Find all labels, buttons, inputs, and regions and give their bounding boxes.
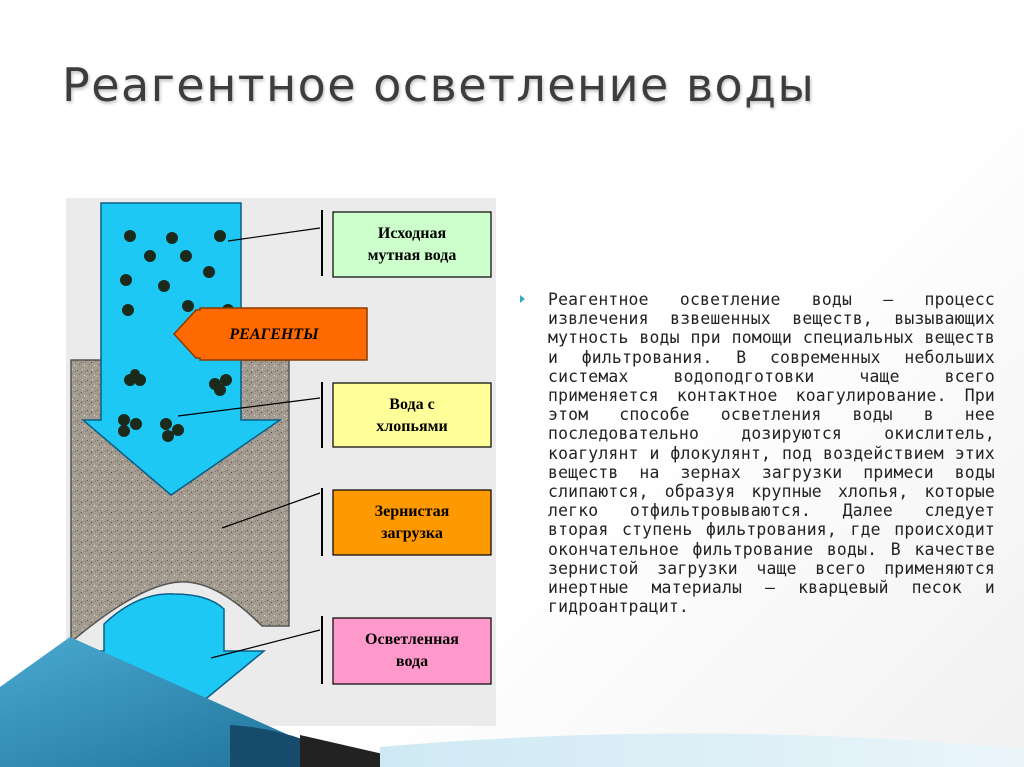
turbidity-particles — [120, 230, 234, 316]
clarified-water-arrow — [81, 593, 267, 721]
granular-load-box: Зернистая загрузка — [332, 489, 492, 556]
granular-load-label-line2: загрузка — [381, 525, 443, 542]
clarified-water-box: Осветленная вода — [332, 617, 492, 685]
flake-clusters — [118, 369, 232, 442]
granular-load-label-line1: Зернистая — [375, 503, 450, 520]
clarified-water-label-line1: Осветленная — [365, 631, 459, 648]
source-water-label-line1: Исходная — [378, 225, 447, 242]
description-block: Реагентное осветление воды – процесс изв… — [520, 290, 995, 616]
flakes-water-box: Вода с хлопьями — [332, 382, 492, 448]
water-clarification-diagram: РЕАГЕНТЫ Исходная мутная вода Вода с хло… — [66, 198, 496, 726]
slide-title: Реагентное осветление воды — [62, 58, 816, 112]
callout-lines — [177, 227, 321, 659]
bottom-decoration — [0, 637, 1024, 767]
flakes-water-label-line1: Вода с — [389, 396, 434, 413]
source-water-box: Исходная мутная вода — [332, 211, 492, 278]
flakes-water-label-line2: хлопьями — [376, 418, 447, 435]
source-water-label-line2: мутная вода — [368, 247, 457, 264]
bullet-arrow-icon — [520, 295, 525, 303]
reagents-label: РЕАГЕНТЫ — [228, 326, 319, 343]
description-paragraph: Реагентное осветление воды – процесс изв… — [548, 290, 995, 617]
reagents-arrow — [172, 307, 368, 361]
clarified-water-label-line2: вода — [396, 653, 428, 670]
